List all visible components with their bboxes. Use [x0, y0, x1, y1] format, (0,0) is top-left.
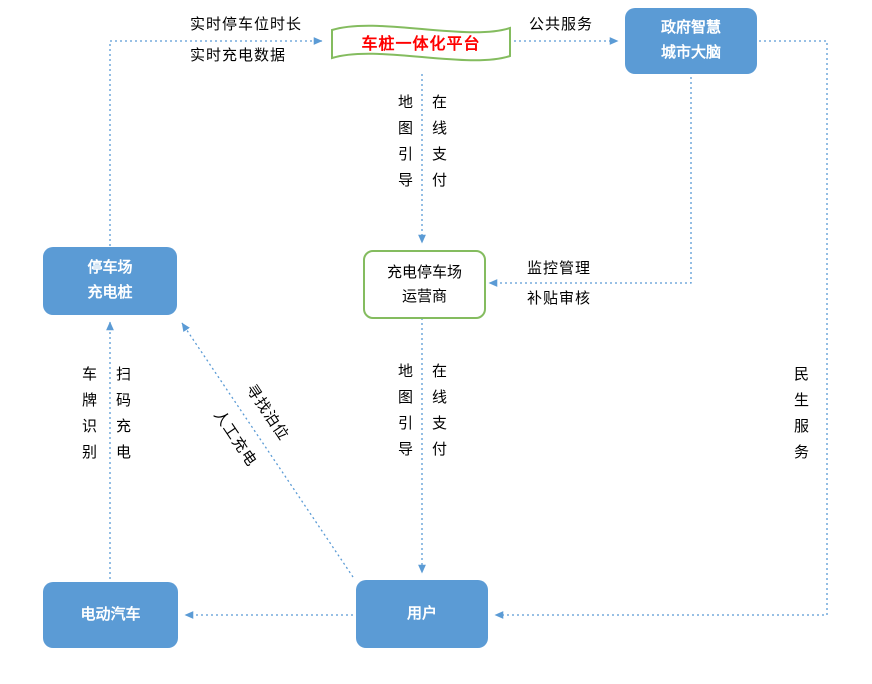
- ev-label: 电动汽车: [80, 605, 141, 623]
- label-realtime-charging-data: 实时充电数据: [190, 48, 287, 64]
- label-online-payment-top: 在线支付: [430, 94, 446, 198]
- government-brain-box: 政府智慧 城市大脑: [625, 8, 757, 74]
- label-map-guidance-bottom: 地图引导: [396, 363, 412, 467]
- label-plate-recognition: 车牌识别: [80, 366, 96, 470]
- government-line1: 政府智慧: [660, 19, 721, 37]
- government-line2: 城市大脑: [660, 44, 721, 61]
- label-online-payment-bottom: 在线支付: [430, 363, 446, 467]
- ev-box: 电动汽车: [43, 582, 178, 648]
- arrow-government-to-user: [494, 40, 828, 619]
- arrow-user-to-parking: [181, 322, 354, 578]
- label-public-service: 公共服务: [529, 17, 594, 33]
- label-livelihood-service: 民生服务: [792, 366, 808, 470]
- wave-outline: [331, 24, 511, 62]
- label-subsidy-review: 补贴审核: [527, 291, 592, 307]
- operator-line1: 充电停车场: [386, 263, 462, 281]
- arrow-parking-to-platform: [109, 37, 323, 246]
- user-box: 用户: [356, 580, 488, 648]
- parking-line2: 充电桩: [87, 284, 133, 301]
- operator-box: 充电停车场 运营商: [363, 250, 486, 319]
- label-monitoring-management: 监控管理: [527, 261, 592, 277]
- platform-shape: 车桩一体化平台: [330, 14, 512, 70]
- parking-line1: 停车场: [87, 259, 133, 277]
- label-map-guidance-top: 地图引导: [396, 94, 412, 198]
- label-scan-code-charging: 扫码充电: [114, 366, 130, 470]
- platform-title: 车桩一体化平台: [361, 36, 481, 53]
- label-realtime-parking-duration: 实时停车位时长: [190, 17, 303, 33]
- arrow-government-to-operator: [488, 77, 692, 287]
- parking-pile-box: 停车场 充电桩: [43, 247, 177, 315]
- operator-line2: 运营商: [401, 287, 447, 305]
- user-label: 用户: [406, 604, 437, 622]
